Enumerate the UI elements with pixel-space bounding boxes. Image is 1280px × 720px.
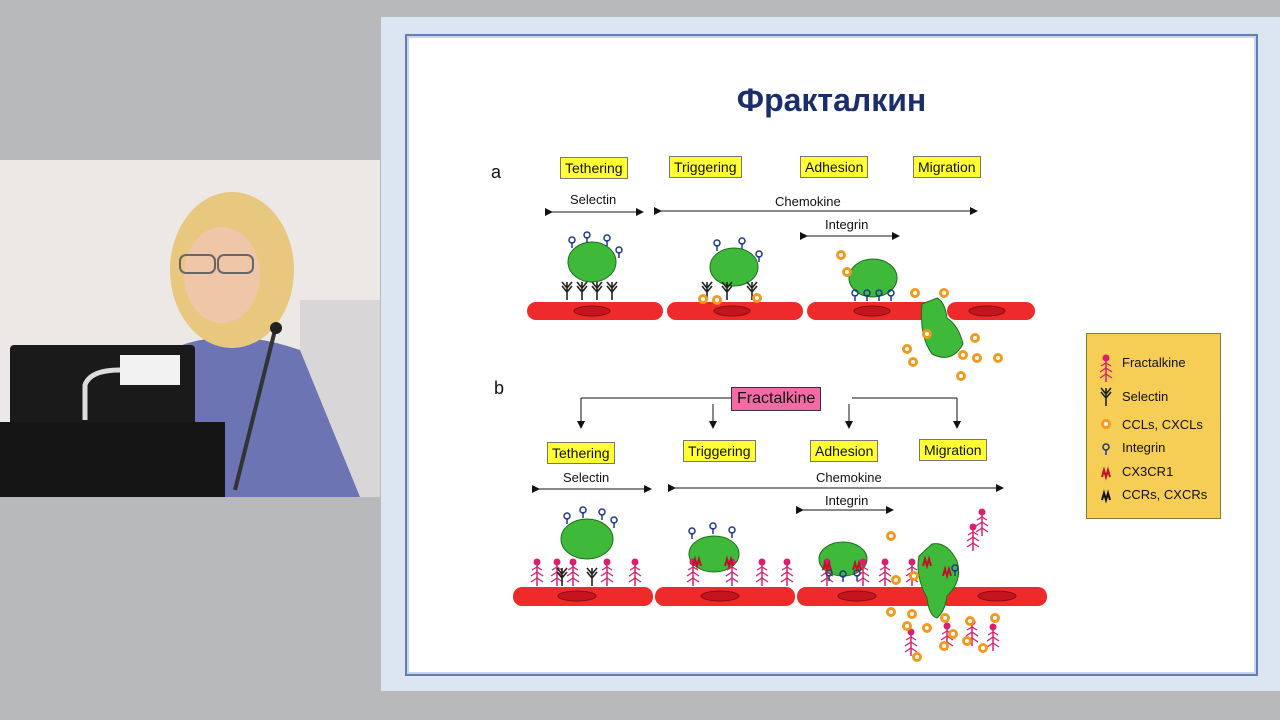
chemokine-dots-b xyxy=(886,531,1000,662)
chemokine-dots-a xyxy=(698,250,1003,381)
fractalkine-tree xyxy=(577,397,961,429)
slide-title: Фракталкин xyxy=(736,82,927,118)
legend-row-ccr-cxcr: CCRs, CXCRs xyxy=(1087,484,1220,504)
panel-b-label: b xyxy=(494,378,505,398)
legend-row-fractalkine: Fractalkine xyxy=(1087,352,1220,383)
integrins-b xyxy=(563,506,959,583)
stage-tethering-a: Tethering xyxy=(560,157,628,179)
chemokine-dot-icon xyxy=(1101,419,1111,429)
stage-triggering-a: Triggering xyxy=(669,156,742,178)
integrin-icon xyxy=(1102,443,1110,456)
chemokine-range-label-b: Chemokine xyxy=(816,470,882,485)
stage-adhesion-b: Adhesion xyxy=(810,440,879,462)
cx3cr1-icon xyxy=(1101,469,1111,478)
slide-frame: Фракталкин a Tethering Triggering Adhesi… xyxy=(381,17,1280,691)
slide: Фракталкин a Tethering Triggering Adhesi… xyxy=(405,34,1258,676)
vessel-b xyxy=(513,587,1047,606)
legend-row-selectin: Selectin xyxy=(1087,386,1220,407)
fractalkine-source-box: Fractalkine xyxy=(731,387,822,411)
stage-adhesion-a: Adhesion xyxy=(800,156,869,178)
vessel-a xyxy=(527,302,1035,320)
panel-a-label: a xyxy=(491,162,502,182)
fractalkine-icon xyxy=(1099,353,1113,383)
legend-row-chemokines: CCLs, CXCLs xyxy=(1087,414,1220,434)
presenter-scene xyxy=(0,160,380,497)
integrin-range-label-b: Integrin xyxy=(825,493,869,508)
presenter-video xyxy=(0,160,380,497)
diagram-graphics xyxy=(513,207,1047,662)
leukocytes-a xyxy=(567,241,964,358)
stage-triggering-b: Triggering xyxy=(683,440,756,462)
integrin-range-label-a: Integrin xyxy=(825,217,869,232)
legend: Fractalkine Selectin CCLs, CXCLs Integri… xyxy=(1086,333,1221,519)
selectin-range-label-b: Selectin xyxy=(563,470,610,485)
legend-row-integrin: Integrin xyxy=(1087,437,1220,457)
podium xyxy=(0,322,282,497)
stage-tethering-b: Tethering xyxy=(547,442,615,464)
selectins-b xyxy=(556,567,598,587)
selectins-a xyxy=(561,281,758,301)
ccr-cxcr-icon xyxy=(1101,492,1111,501)
selectin-range-label-a: Selectin xyxy=(570,192,617,207)
legend-row-cx3cr1: CX3CR1 xyxy=(1087,461,1220,481)
stage-migration-b: Migration xyxy=(919,439,987,461)
chemokine-range-label-a: Chemokine xyxy=(775,194,841,209)
stage-migration-a: Migration xyxy=(913,156,981,178)
selectin-icon xyxy=(1100,387,1112,407)
